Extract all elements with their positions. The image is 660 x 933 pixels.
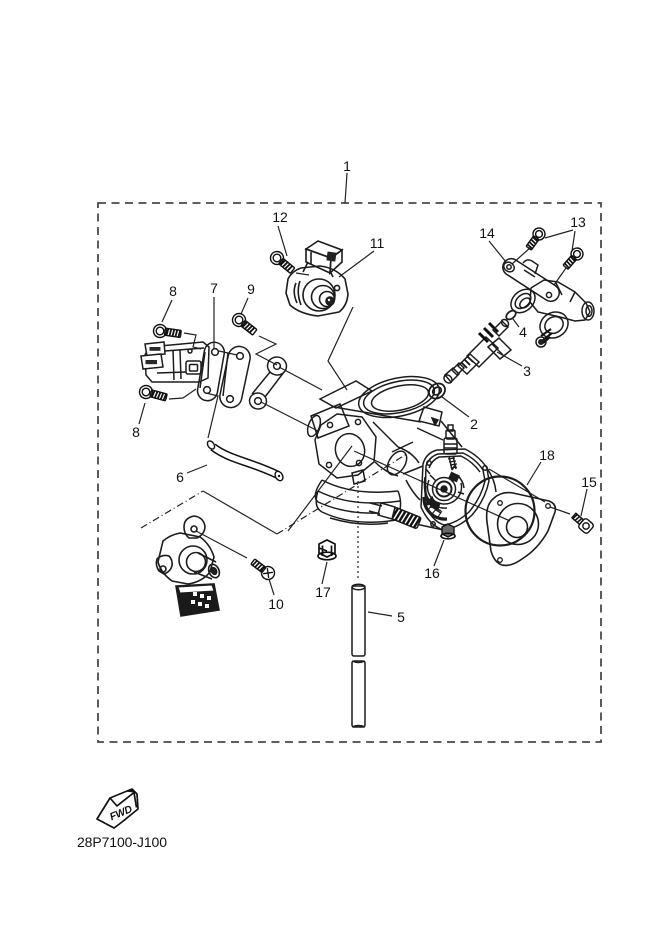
svg-text:15: 15: [581, 474, 597, 490]
svg-text:13: 13: [570, 214, 586, 230]
svg-text:2: 2: [470, 416, 478, 432]
svg-text:28P7100-J100: 28P7100-J100: [77, 834, 167, 850]
svg-text:1: 1: [343, 158, 351, 174]
svg-text:17: 17: [315, 584, 331, 600]
svg-text:7: 7: [210, 280, 218, 296]
svg-text:5: 5: [397, 609, 405, 625]
svg-text:11: 11: [370, 235, 385, 251]
svg-text:10: 10: [268, 596, 284, 612]
svg-text:4: 4: [519, 324, 527, 340]
svg-text:12: 12: [272, 209, 288, 225]
svg-text:3: 3: [523, 363, 531, 379]
svg-text:16: 16: [424, 565, 440, 581]
svg-text:9: 9: [247, 281, 255, 297]
svg-text:18: 18: [539, 447, 555, 463]
svg-text:8: 8: [132, 424, 140, 440]
svg-text:14: 14: [479, 225, 495, 241]
svg-text:8: 8: [169, 283, 177, 299]
svg-text:6: 6: [176, 469, 184, 485]
